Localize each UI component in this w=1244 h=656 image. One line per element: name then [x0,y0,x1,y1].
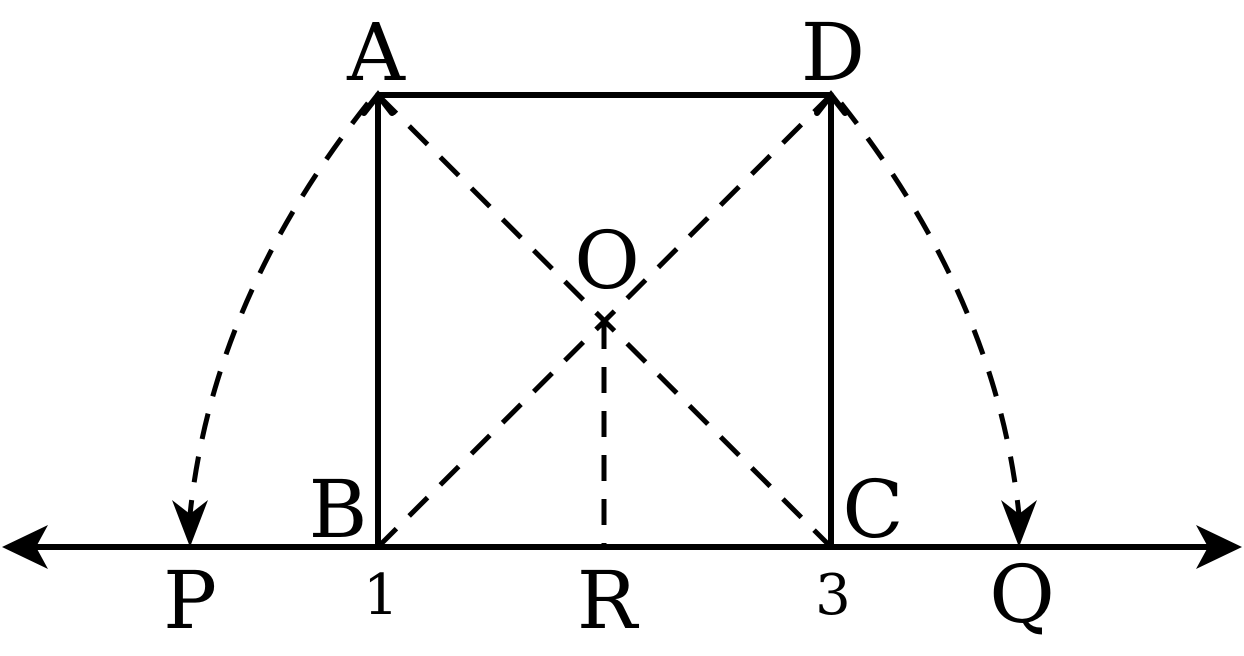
number-line-left-arrowhead [2,525,48,569]
label-c: C [842,463,903,556]
label-p: P [163,554,217,647]
point-labels: A D O B C P R Q [163,6,1055,647]
tick-label-1: 1 [363,563,399,628]
arc-p-arrowhead [172,500,208,547]
label-b: B [309,463,368,556]
arc-d-to-q [839,101,1022,516]
number-line-right-arrowhead [1196,525,1242,569]
label-d: D [801,6,865,99]
square-abcd [361,90,848,550]
tick-labels: 1 3 [363,563,851,628]
dashed-construction-lines [376,93,833,549]
tick-label-3: 3 [815,563,851,628]
dashed-arcs [172,101,1037,547]
label-r: R [577,554,640,647]
arc-q-arrowhead [1001,500,1037,547]
label-o: O [574,214,640,307]
arc-a-to-p [187,101,370,516]
label-a: A [346,6,406,99]
label-q: Q [989,548,1055,641]
number-line [2,525,1242,569]
diagonal-bd [376,93,833,549]
